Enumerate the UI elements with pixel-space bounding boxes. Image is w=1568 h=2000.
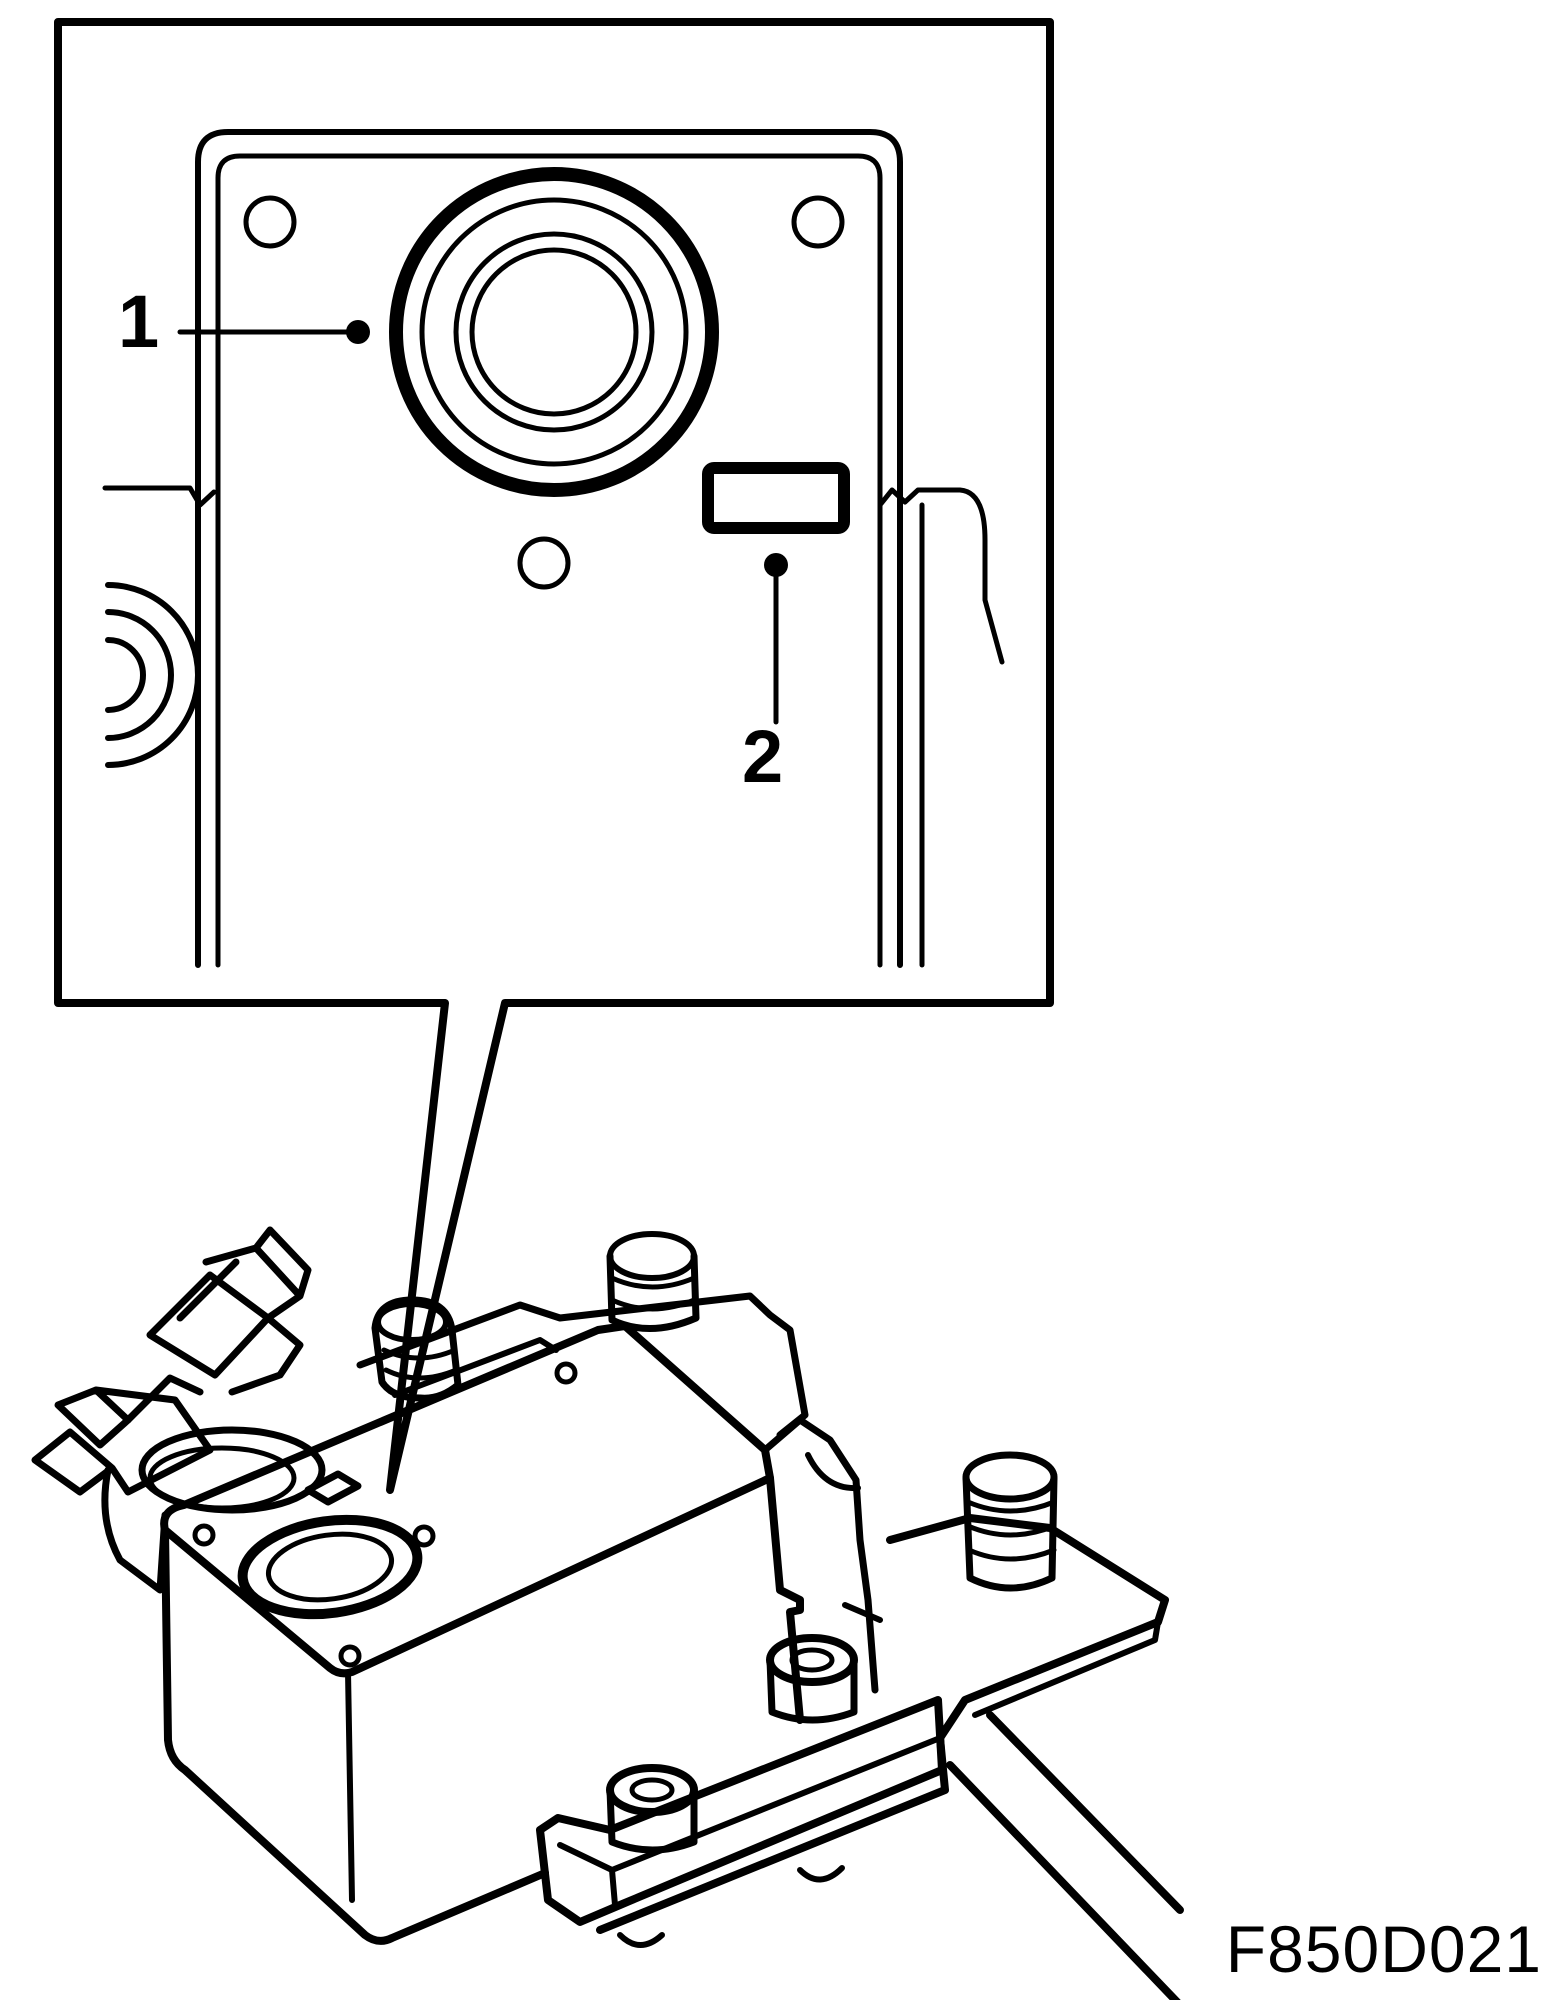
- rear-hub-inner: [147, 1445, 297, 1511]
- callout-label-1: 1: [118, 280, 160, 363]
- adjacent-housing-arc-outer: [105, 582, 201, 768]
- terminal-nut-center: [766, 1634, 858, 1724]
- actuator-body: [160, 1322, 883, 1945]
- terminal-nut-front: [606, 1764, 698, 1854]
- body-front-face: [161, 1526, 549, 1945]
- figure-code: F850D021: [1225, 1912, 1542, 1986]
- rectangular-slot-item-2: [702, 462, 850, 534]
- mounting-hole-bottom: [517, 536, 571, 590]
- body-side-face: [766, 1474, 804, 1724]
- port-ring-3: [453, 231, 655, 433]
- body-side-flange: [761, 1416, 879, 1694]
- adjacent-housing-arc-mid: [105, 609, 174, 741]
- connector-lower-body: [124, 1374, 204, 1424]
- port-ring-4: [469, 247, 639, 417]
- top-hole-4: [338, 1644, 362, 1668]
- body-front-edge: [345, 1669, 355, 1903]
- top-hole-1: [192, 1523, 216, 1547]
- rear-bracket: [356, 1292, 809, 1439]
- port-ring-2: [419, 197, 689, 467]
- callout-label-2: 2: [742, 715, 784, 798]
- mounting-hole-top-right: [791, 195, 845, 249]
- wire-lower: [946, 1761, 1181, 2000]
- detail-frame-with-pointer: [54, 18, 1054, 1494]
- terminal-block-inner: [557, 1735, 943, 1908]
- cover-plate-outer: [195, 129, 903, 968]
- adjacent-housing-arc-inner: [105, 637, 146, 713]
- connector-bracket: [101, 1466, 169, 1594]
- mounting-hole-top-left: [243, 195, 297, 249]
- rear-stud-top: [606, 1231, 700, 1332]
- body-side-detail: [805, 1452, 883, 1623]
- terminal-block: [536, 1696, 946, 1926]
- port-outer-ring: [389, 167, 719, 497]
- connector-lower: [31, 1386, 214, 1496]
- terminal-stud-right: [962, 1451, 1058, 1592]
- circular-port-item-1: [389, 167, 719, 497]
- leader-dot-1: [346, 320, 370, 344]
- terminal-bottom-nuts: [617, 1865, 845, 1948]
- base-plate-edge: [972, 1619, 1161, 1718]
- top-port-inner: [265, 1531, 395, 1603]
- top-port-outer: [237, 1514, 423, 1620]
- connector-upper-cable: [228, 1314, 304, 1396]
- leader-dot-2: [764, 553, 788, 577]
- actuator-assembly: [31, 1226, 1184, 2000]
- detail-view-panel: [54, 18, 1054, 1494]
- top-hole-2: [554, 1361, 578, 1385]
- terminal-base-plate: [536, 1451, 1169, 1948]
- cover-plate-inner: [215, 153, 883, 968]
- plate-left-notch: [102, 485, 217, 508]
- plate-right-notch: [877, 487, 1005, 665]
- wire-upper: [986, 1711, 1184, 1914]
- top-slot: [304, 1470, 362, 1506]
- connector-upper: [146, 1226, 312, 1379]
- body-top-face: [160, 1322, 774, 1678]
- top-hole-3: [412, 1524, 436, 1548]
